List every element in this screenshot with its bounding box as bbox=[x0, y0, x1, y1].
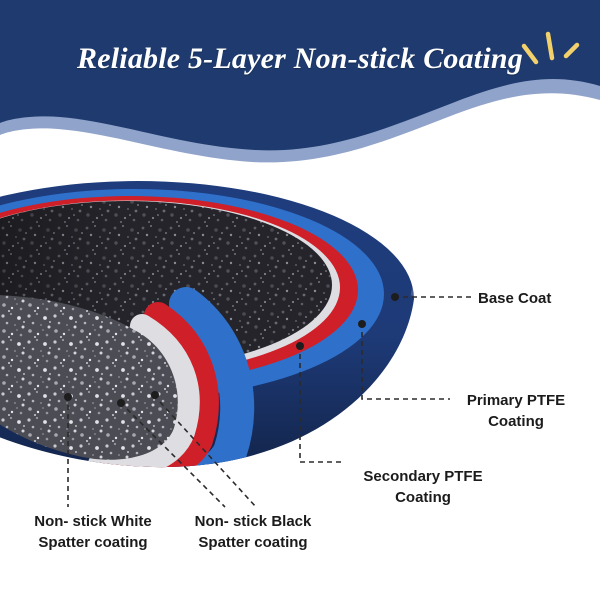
secondary-ptfe-dot bbox=[296, 342, 304, 350]
banner-title: Reliable 5-Layer Non-stick Coating bbox=[77, 42, 523, 75]
primary-ptfe-label: Primary PTFE Coating bbox=[452, 390, 580, 432]
cutaway-secondary-ptfe-band bbox=[98, 302, 219, 468]
callout-leaders bbox=[64, 293, 472, 508]
sparkle-stroke bbox=[521, 43, 539, 65]
primary-ptfe-label-line1: Primary PTFE bbox=[466, 392, 566, 409]
sparkle-icon bbox=[521, 31, 580, 65]
secondary-ptfe-label-line2: Coating bbox=[395, 489, 451, 506]
sparkle-stroke bbox=[545, 31, 555, 61]
white-spatter-label-line1: Non- stick White bbox=[34, 513, 152, 530]
black-spatter-label-line2: Spatter coating bbox=[198, 534, 308, 551]
sparkle-stroke bbox=[563, 42, 580, 59]
black-spatter-label: Non- stick Black Spatter coating bbox=[182, 511, 324, 553]
secondary-ptfe-label-line1: Secondary PTFE bbox=[363, 468, 483, 485]
black-spatter-label-line1: Non- stick Black bbox=[194, 513, 312, 530]
pan-illustration bbox=[0, 181, 418, 468]
cutaway-face-speckle bbox=[0, 294, 178, 460]
header-banner bbox=[0, 0, 600, 163]
primary-ptfe-label-line2: Coating bbox=[488, 413, 544, 430]
black-spatter-dot-1 bbox=[117, 399, 125, 407]
pan-rim-sheen bbox=[309, 187, 418, 297]
base-coat-label-line1: Base Coat bbox=[478, 290, 552, 307]
white-spatter-label-line2: Spatter coating bbox=[38, 534, 148, 551]
banner-wave bbox=[0, 0, 600, 151]
secondary-ptfe-leader bbox=[299, 354, 344, 463]
primary-ptfe-dot bbox=[358, 320, 366, 328]
base-coat-label: Base Coat bbox=[478, 288, 551, 309]
white-spatter-label: Non- stick White Spatter coating bbox=[22, 511, 164, 553]
cutaway-white-spatter-band bbox=[88, 314, 200, 468]
black-spatter-dot-2 bbox=[151, 391, 159, 399]
base-coat-dot bbox=[391, 293, 399, 301]
primary-ptfe-leader bbox=[361, 332, 450, 400]
secondary-ptfe-label: Secondary PTFE Coating bbox=[348, 466, 498, 508]
white-spatter-dot bbox=[64, 393, 72, 401]
cutaway-primary-ptfe-band bbox=[117, 287, 255, 468]
black-spatter-leader-2 bbox=[159, 401, 257, 508]
